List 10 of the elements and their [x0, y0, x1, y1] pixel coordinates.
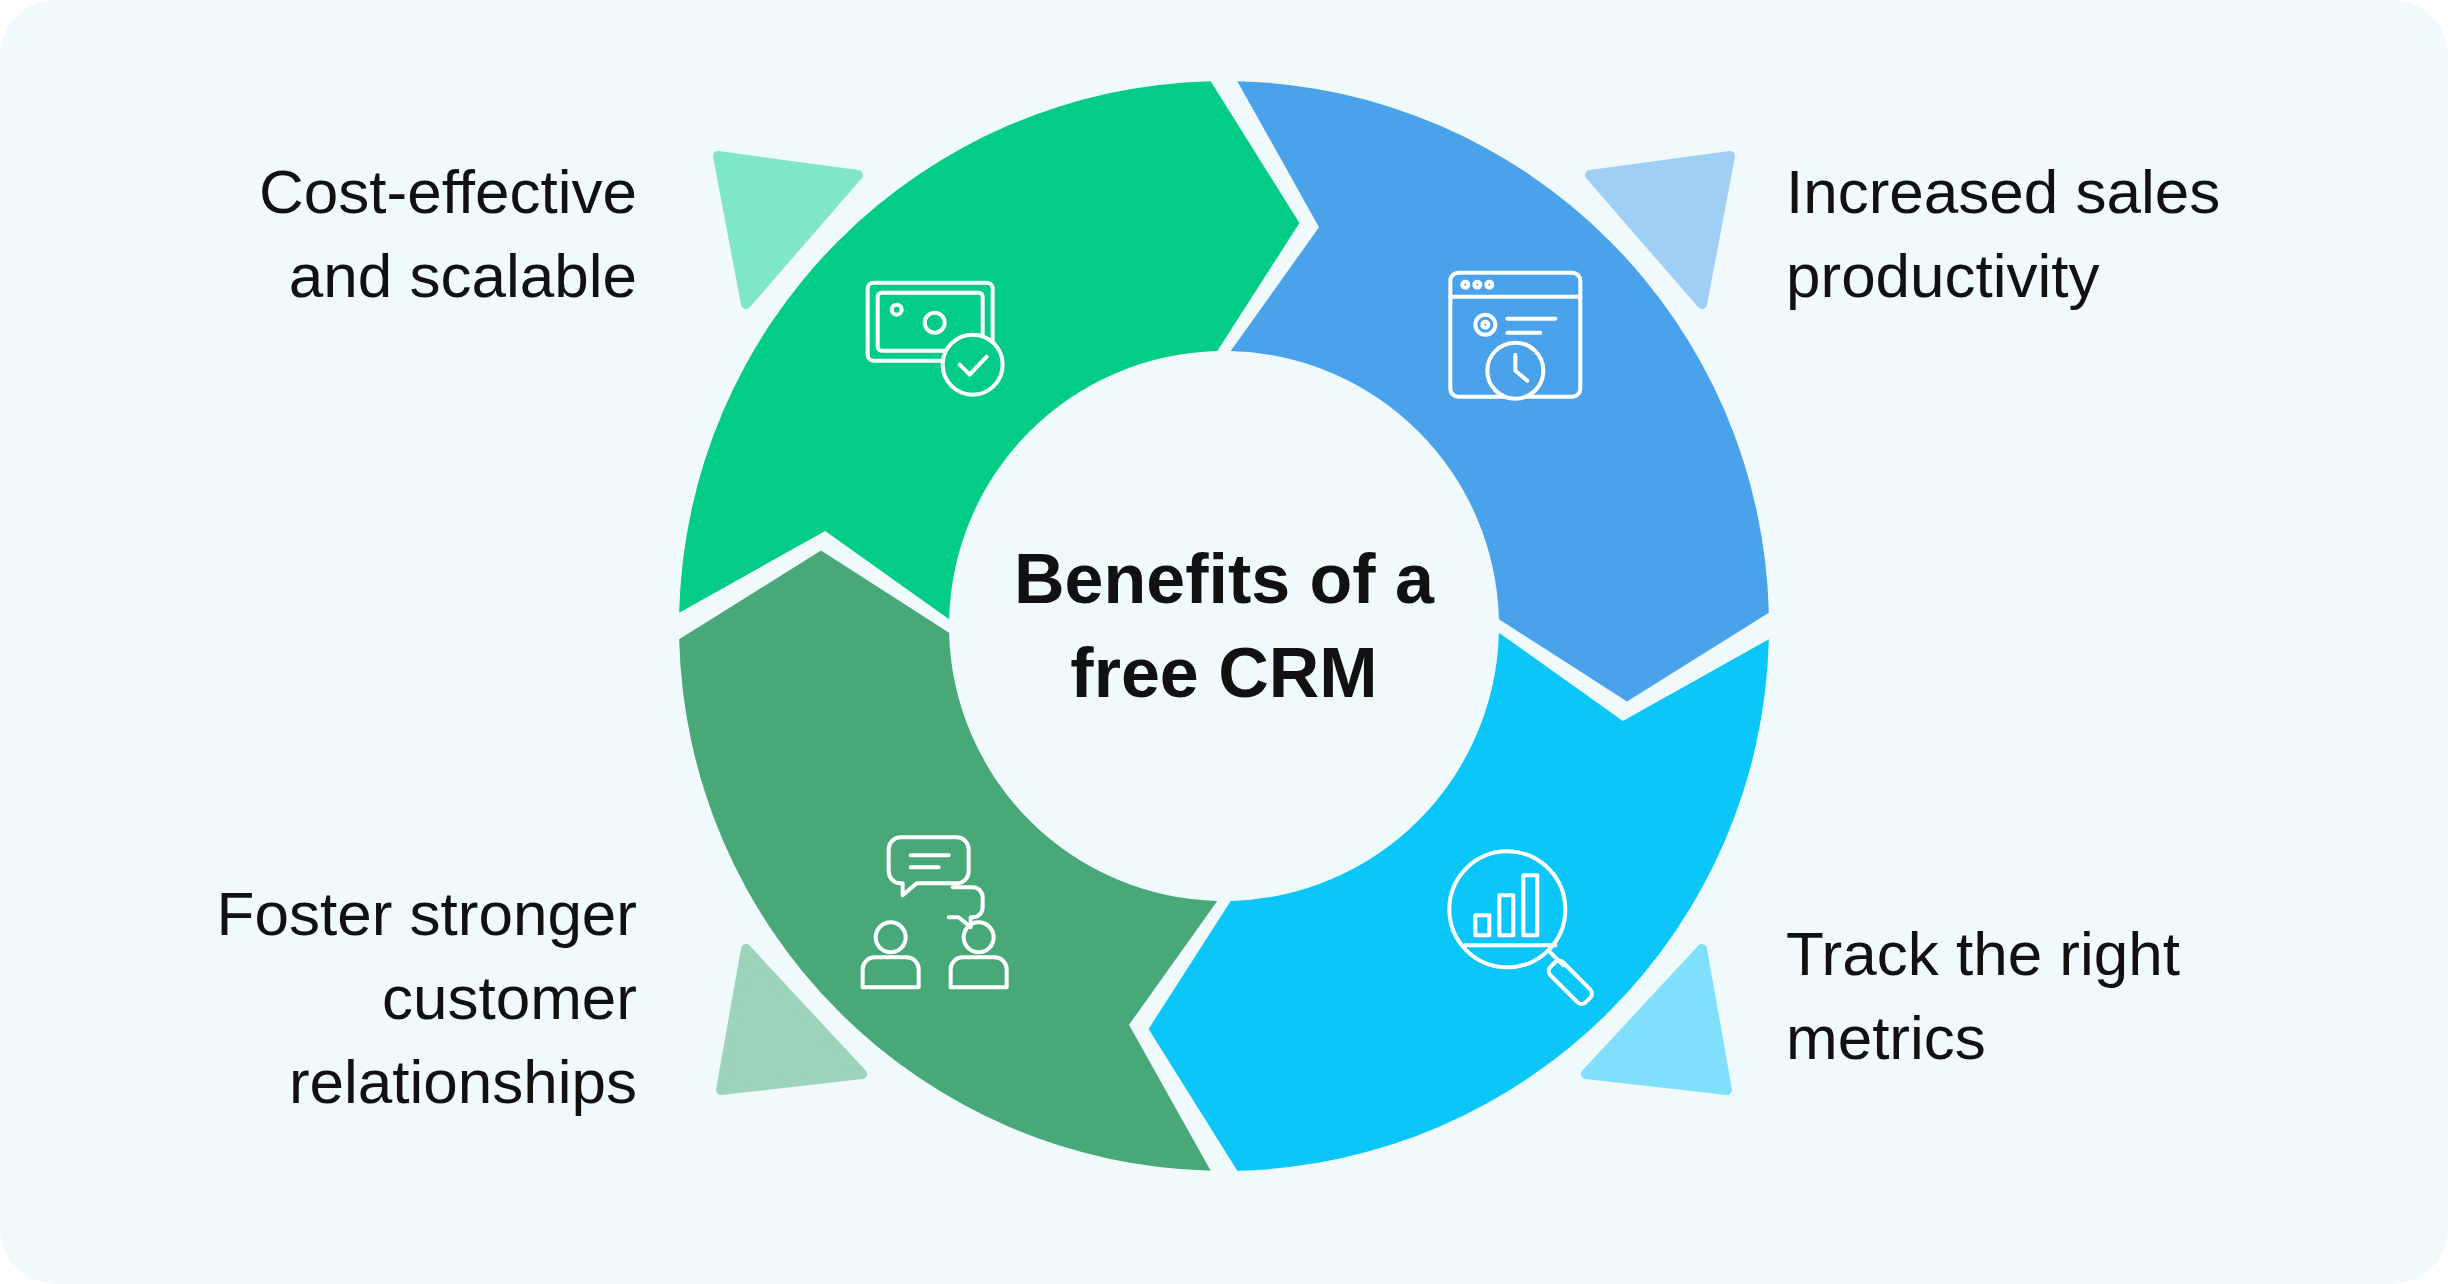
pointer-triangle — [713, 151, 863, 309]
benefit-text: Track the right metrics — [1786, 918, 2181, 1074]
pointer-triangle — [716, 944, 867, 1095]
arrow-segment — [679, 81, 1300, 620]
center-title: Benefits of a free CRM — [989, 532, 1459, 720]
pointer-triangle — [1585, 151, 1735, 309]
pointer-triangle — [1581, 944, 1732, 1095]
benefit-text: Cost-effective and scalable — [258, 156, 637, 312]
benefit-text: Increased sales productivity — [1786, 156, 2222, 312]
benefit-text: Foster stronger customer relationships — [215, 878, 637, 1118]
